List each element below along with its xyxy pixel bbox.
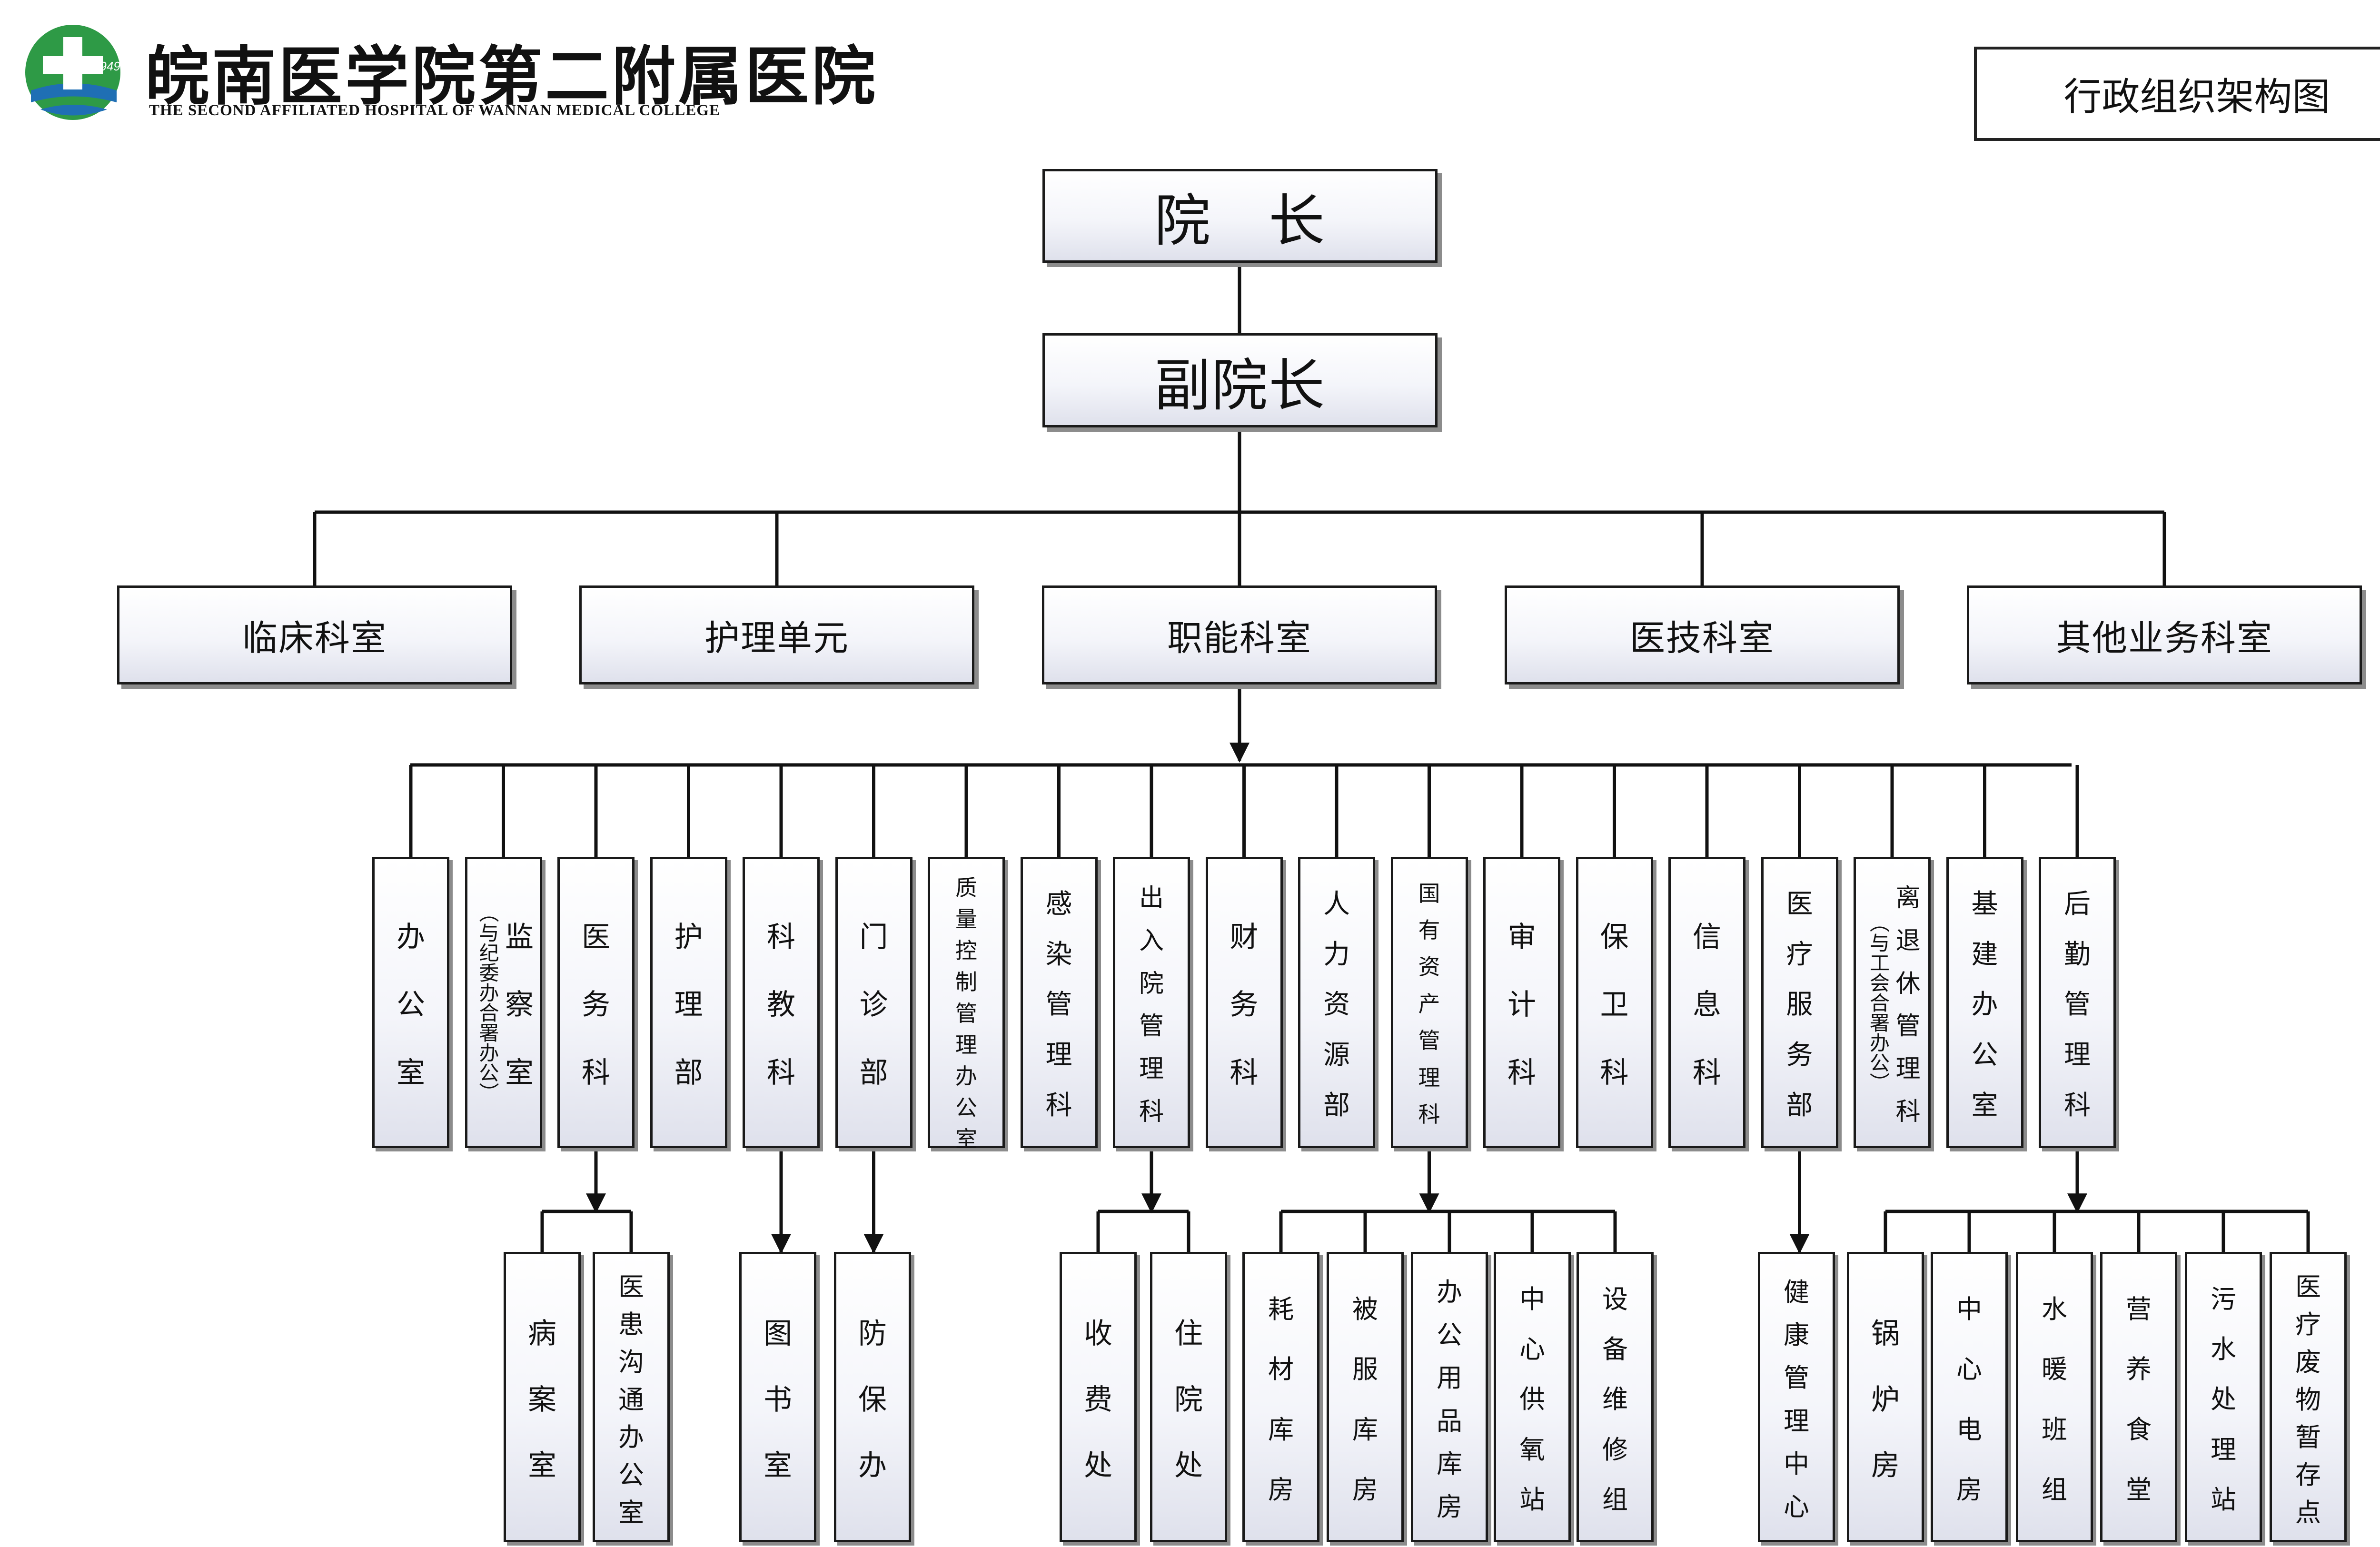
department-box: 医务科	[557, 857, 635, 1148]
subunit-box: 病案室	[504, 1252, 581, 1542]
department-note: （与纪委办合署办公）	[476, 902, 499, 1102]
department-label: 信息科	[1693, 921, 1721, 1090]
department-label: 质量控制管理办公室	[955, 875, 977, 1152]
department-box: 财务科	[1205, 857, 1283, 1148]
subunit-label: 健康管理中心	[1784, 1277, 1809, 1522]
hospital-name-en: THE SECOND AFFILIATED HOSPITAL OF WANNAN…	[149, 102, 720, 119]
department-box: 质量控制管理办公室	[928, 857, 1005, 1152]
subunit-box: 图书室	[739, 1252, 816, 1542]
subunit-label: 被服库房	[1352, 1294, 1378, 1505]
subunit-box: 营养食堂	[2100, 1252, 2177, 1542]
hospital-logo: 1949	[21, 19, 131, 130]
subunit-box: 住院处	[1150, 1252, 1227, 1542]
subunit-label: 营养食堂	[2126, 1294, 2152, 1505]
vice-president-label: 副院长	[1154, 352, 1326, 418]
category-box: 医技科室	[1505, 585, 1900, 684]
subunit-label: 污水处理站	[2211, 1284, 2236, 1515]
department-label: 离退休管理科	[1895, 883, 1921, 1127]
department-box: 国有资产管理科	[1390, 857, 1468, 1148]
department-label: 护理部	[674, 921, 703, 1090]
category-label: 其他业务科室	[2056, 617, 2273, 659]
hospital-name-cn: 皖南医学院第二附属医院	[145, 39, 879, 114]
department-label: 科教科	[767, 921, 795, 1090]
department-box: （与工会合署办公）离退休管理科	[1854, 857, 1931, 1148]
subunit-label: 医疗废物暂存点	[2295, 1272, 2321, 1527]
category-label: 护理单元	[704, 617, 849, 659]
subunit-label: 防保办	[858, 1317, 887, 1483]
subunit-label: 住院处	[1174, 1317, 1203, 1483]
department-label: 后勤管理科	[2064, 888, 2091, 1121]
category-label: 医技科室	[1630, 617, 1775, 659]
department-box: 出入院管理科	[1113, 857, 1190, 1148]
department-box: 医疗服务部	[1761, 857, 1838, 1148]
department-label: 门诊部	[859, 921, 888, 1090]
department-box: 审计科	[1483, 857, 1560, 1148]
subunit-box: 医患沟通办公室	[593, 1252, 670, 1542]
subunit-box: 被服库房	[1327, 1252, 1404, 1542]
subunit-label: 病案室	[528, 1317, 556, 1483]
logo-year: 1949	[93, 59, 120, 73]
department-label: 国有资产管理科	[1418, 880, 1440, 1128]
subunit-box: 中心供氧站	[1494, 1252, 1571, 1542]
subunit-box: 防保办	[834, 1252, 911, 1542]
category-label: 临床科室	[242, 617, 387, 659]
department-label: 审计科	[1507, 921, 1536, 1090]
category-box: 职能科室	[1042, 585, 1437, 684]
category-box: 临床科室	[117, 585, 512, 684]
subunit-box: 污水处理站	[2185, 1252, 2262, 1542]
department-box: 办公室	[372, 857, 449, 1148]
department-label: 医务科	[582, 921, 610, 1090]
subunit-box: 水暖班组	[2016, 1252, 2093, 1542]
category-label: 职能科室	[1167, 617, 1312, 659]
subunit-box: 办公用品库房	[1411, 1252, 1488, 1542]
department-label: 财务科	[1230, 921, 1259, 1090]
department-label: 感染管理科	[1045, 888, 1072, 1121]
department-label: 基建办公室	[1971, 888, 1998, 1121]
subunit-label: 中心供氧站	[1519, 1284, 1545, 1515]
hospital-emblem-icon: 1949	[25, 25, 120, 120]
category-box: 其他业务科室	[1967, 585, 2362, 684]
department-label: 监察室	[505, 921, 534, 1090]
department-label: 保卫科	[1600, 921, 1629, 1090]
department-label: 人力资源部	[1323, 888, 1350, 1121]
subunit-label: 水暖班组	[2042, 1294, 2067, 1505]
department-box: 保卫科	[1576, 857, 1653, 1148]
department-label: 出入院管理科	[1139, 883, 1164, 1127]
department-box: 护理部	[650, 857, 727, 1148]
subunit-label: 医患沟通办公室	[618, 1272, 644, 1527]
subunit-label: 耗材库房	[1268, 1294, 1294, 1505]
subunit-box: 锅炉房	[1847, 1252, 1924, 1542]
department-box: 后勤管理科	[2039, 857, 2116, 1148]
department-box: 科教科	[743, 857, 820, 1148]
department-box: （与纪委办合署办公） 监察室	[465, 857, 542, 1148]
subunit-label: 办公用品库房	[1437, 1277, 1462, 1522]
chart-title: 行政组织架构图	[1974, 47, 2380, 141]
department-box: 人力资源部	[1298, 857, 1375, 1148]
subunit-label: 设备维修组	[1602, 1284, 1628, 1515]
department-box: 信息科	[1668, 857, 1745, 1148]
subunit-box: 收费处	[1060, 1252, 1137, 1542]
department-box: 感染管理科	[1020, 857, 1098, 1148]
department-box: 基建办公室	[1946, 857, 2023, 1148]
subunit-label: 中心电房	[1956, 1294, 1982, 1505]
subunit-box: 健康管理中心	[1758, 1252, 1835, 1542]
president-box: 院 长	[1042, 169, 1438, 263]
subunit-label: 图书室	[764, 1317, 792, 1483]
subunit-box: 设备维修组	[1577, 1252, 1654, 1542]
department-label: 医疗服务部	[1786, 888, 1813, 1121]
department-note: （与工会合署办公）	[1866, 912, 1890, 1092]
department-box: 门诊部	[835, 857, 912, 1148]
subunit-box: 医疗废物暂存点	[2270, 1252, 2347, 1542]
subunit-box: 中心电房	[1931, 1252, 2008, 1542]
subunit-label: 锅炉房	[1871, 1317, 1900, 1483]
vice-president-box: 副院长	[1042, 333, 1438, 427]
category-box: 护理单元	[579, 585, 974, 684]
president-label: 院 长	[1154, 188, 1326, 254]
department-label: 办公室	[397, 921, 425, 1090]
subunit-box: 耗材库房	[1242, 1252, 1319, 1542]
subunit-label: 收费处	[1084, 1317, 1112, 1483]
